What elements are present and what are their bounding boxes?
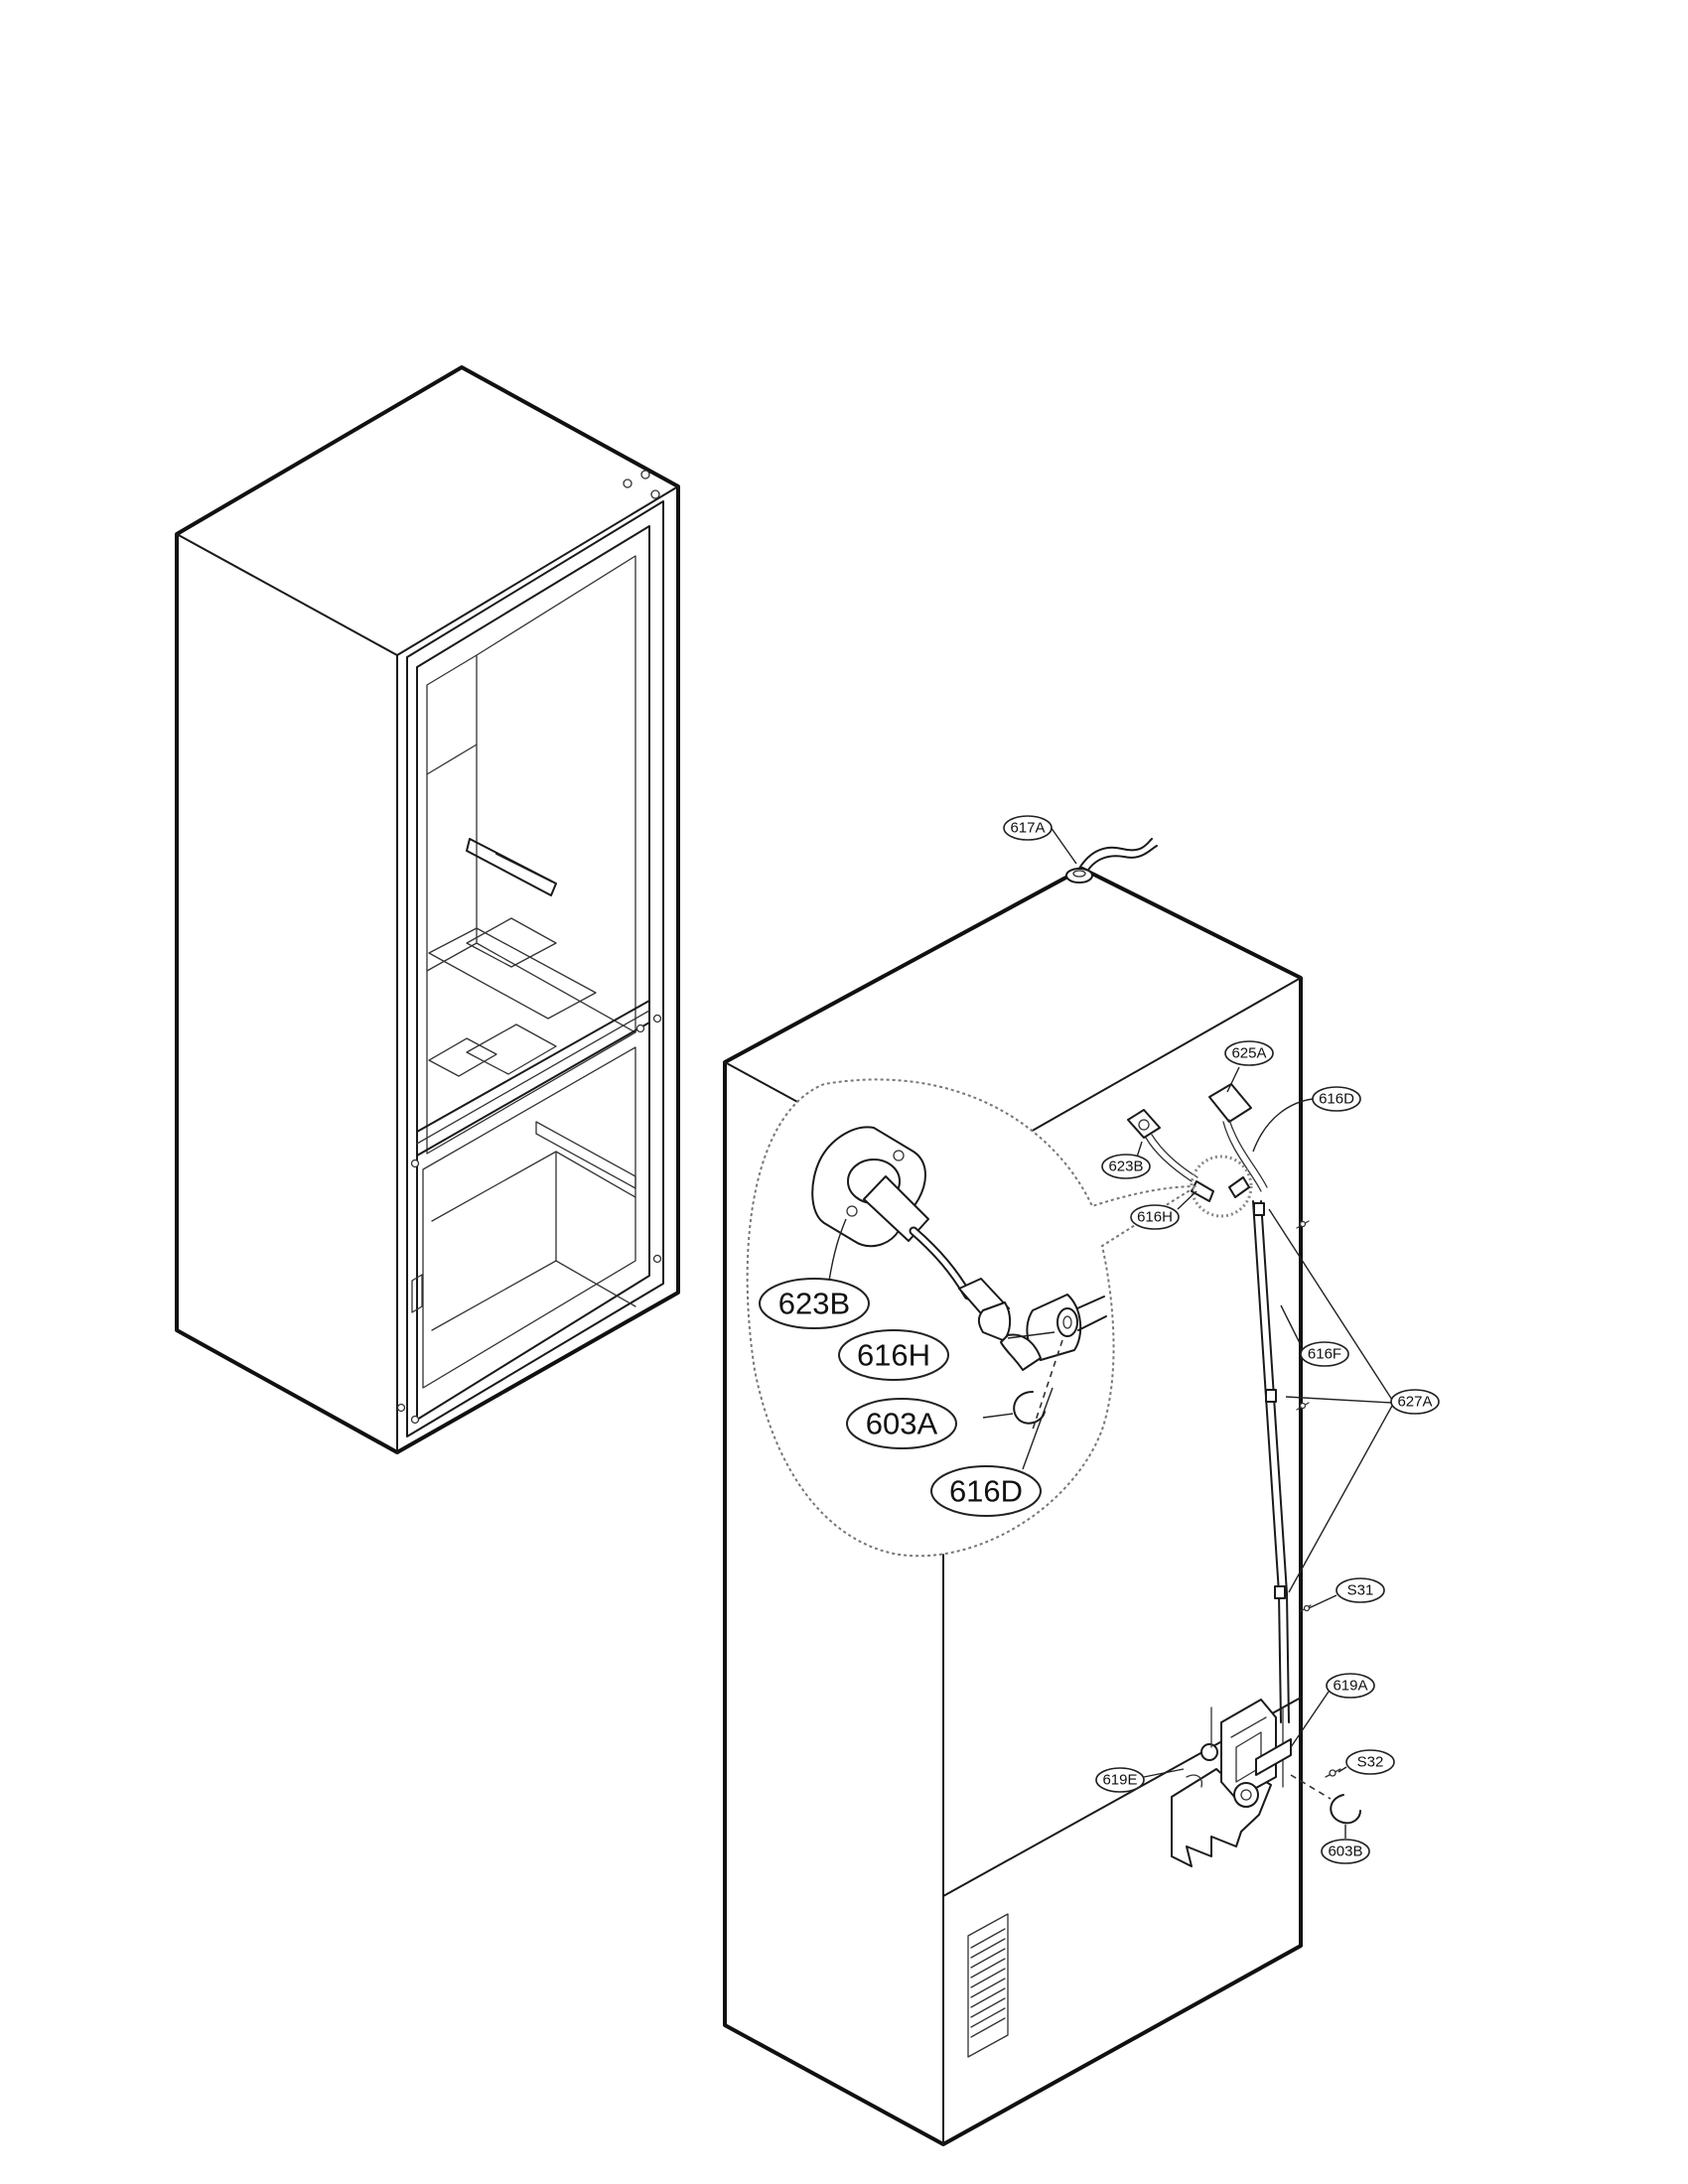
callout-616F: 616F [1300, 1341, 1349, 1367]
callout-S31: S31 [1336, 1577, 1385, 1603]
detail-callout-616H-label: 616H [857, 1338, 930, 1373]
water-valve-assembly [1171, 1699, 1292, 1867]
detail-callout-623B-label: 623B [778, 1287, 850, 1321]
callout-619A: 619A [1326, 1673, 1375, 1699]
callout-603B: 603B [1321, 1839, 1370, 1864]
callout-623B-label: 623B [1108, 1159, 1143, 1175]
callout-603B-label: 603B [1328, 1843, 1362, 1860]
detail-callout-616D-label: 616D [949, 1474, 1023, 1509]
detail-callout-623B: 623B [759, 1278, 870, 1329]
callout-617A: 617A [1003, 815, 1053, 841]
callout-616H: 616H [1130, 1204, 1180, 1230]
callout-S32-label: S32 [1357, 1754, 1384, 1771]
callout-619A-label: 619A [1333, 1678, 1367, 1695]
callout-627A: 627A [1390, 1389, 1440, 1415]
callout-617A-label: 617A [1010, 820, 1045, 837]
callout-616D: 616D [1312, 1086, 1361, 1112]
detail-callout-603A: 603A [846, 1398, 957, 1449]
vent-grille [967, 1913, 1009, 2058]
callout-627A-label: 627A [1397, 1394, 1432, 1411]
detail-callout-616D: 616D [930, 1465, 1042, 1517]
callout-616F-label: 616F [1308, 1346, 1341, 1363]
callout-616H-label: 616H [1137, 1209, 1173, 1226]
callout-S32: S32 [1345, 1749, 1395, 1775]
callout-619E-label: 619E [1102, 1772, 1137, 1789]
callout-616D-label: 616D [1319, 1091, 1354, 1108]
callout-625A-label: 625A [1231, 1045, 1266, 1062]
callout-619E: 619E [1095, 1767, 1145, 1793]
front-cabinet [175, 365, 680, 1454]
detail-callout-616H: 616H [838, 1329, 949, 1381]
leader-lines [828, 826, 1393, 1839]
callout-S31-label: S31 [1347, 1582, 1374, 1599]
callout-625A: 625A [1224, 1040, 1274, 1066]
callout-623B: 623B [1101, 1154, 1151, 1179]
detail-callout-603A-label: 603A [866, 1407, 938, 1441]
